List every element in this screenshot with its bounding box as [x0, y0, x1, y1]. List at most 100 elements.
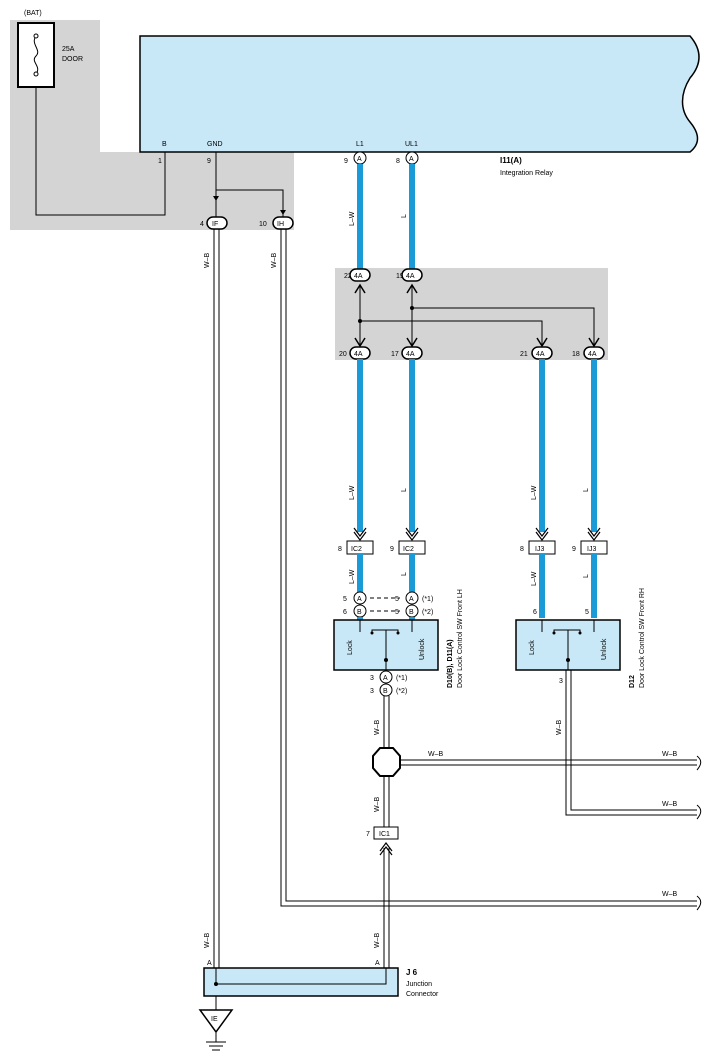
connector-4a-22	[349, 268, 371, 282]
svg-text:8: 8	[520, 546, 524, 553]
svg-text:B: B	[383, 688, 388, 695]
svg-text:5: 5	[343, 596, 347, 603]
splice-point	[372, 747, 401, 777]
switch-rh-code: D12	[629, 675, 636, 688]
svg-text:Lock: Lock	[347, 640, 354, 655]
wire-color-l-mid-lh: L	[401, 488, 408, 492]
svg-text:17: 17	[391, 351, 399, 358]
wire-color-l-top: L	[401, 214, 408, 218]
svg-text:W–B: W–B	[428, 751, 444, 758]
svg-text:(*2): (*2)	[422, 609, 433, 616]
svg-text:W–B: W–B	[662, 801, 678, 808]
integration-relay-body	[139, 35, 700, 153]
svg-text:5: 5	[395, 609, 399, 616]
svg-text:(*2): (*2)	[396, 688, 407, 695]
relay-code: I11(A)	[500, 156, 522, 165]
relay-pin-b-number: 1	[158, 158, 162, 165]
wire-color-l-mid-rh: L	[583, 488, 590, 492]
svg-text:4A: 4A	[406, 273, 415, 280]
wire-fuse-to-relay-b	[35, 87, 166, 216]
wire-color-lw-top: L–W	[349, 211, 356, 226]
svg-text:9: 9	[390, 546, 394, 553]
svg-text:3: 3	[370, 675, 374, 682]
svg-text:IE: IE	[211, 1016, 218, 1023]
wire-color-wb-right-3: W–B	[662, 891, 678, 898]
wire-color-lw-mid-lh: L–W	[349, 485, 356, 500]
svg-text:W–B: W–B	[374, 797, 381, 813]
svg-text:3: 3	[370, 688, 374, 695]
svg-text:3: 3	[559, 678, 563, 685]
svg-text:W–B: W–B	[204, 933, 211, 949]
svg-text:A: A	[383, 675, 388, 682]
svg-text:5: 5	[395, 596, 399, 603]
svg-text:4A: 4A	[406, 351, 415, 358]
fuse-name: DOOR	[62, 56, 83, 63]
svg-text:4A: 4A	[354, 273, 363, 280]
junction-connector-j6	[203, 967, 399, 997]
svg-text:B: B	[357, 609, 362, 616]
svg-text:IJ3: IJ3	[535, 546, 544, 553]
switch-lh-code: D10(B), D11(A)	[447, 639, 454, 688]
svg-text:IC2: IC2	[403, 546, 414, 553]
connector-ih-code: IH	[277, 221, 284, 228]
svg-text:IC2: IC2	[351, 546, 362, 553]
connector-if-code: IF	[212, 221, 218, 228]
svg-text:(*1): (*1)	[422, 596, 433, 603]
svg-text:20: 20	[339, 351, 347, 358]
connector-if	[206, 216, 228, 230]
svg-text:21: 21	[520, 351, 528, 358]
relay-pin-gnd-label: GND	[207, 141, 223, 148]
fuse-rating: 25A	[62, 46, 75, 53]
svg-text:L: L	[583, 574, 590, 578]
fuse-icon	[33, 35, 39, 75]
svg-text:L–W: L–W	[531, 571, 538, 586]
svg-text:6: 6	[533, 609, 537, 616]
connector-4a-19	[401, 268, 423, 282]
svg-text:IJ3: IJ3	[587, 546, 596, 553]
svg-text:A: A	[357, 156, 362, 163]
wire-color-lw-mid-rh: L–W	[531, 485, 538, 500]
connector-ih-pin: 10	[259, 221, 267, 228]
bat-label: (BAT)	[24, 10, 42, 17]
svg-text:A: A	[409, 156, 414, 163]
svg-text:A: A	[207, 960, 212, 967]
wire-color-wb-if: W–B	[204, 253, 211, 269]
svg-text:Unlock: Unlock	[601, 638, 608, 660]
ground-connector-ie	[198, 1009, 234, 1034]
junction-line1: Junction	[406, 981, 432, 988]
svg-text:Lock: Lock	[529, 640, 536, 655]
relay-pin-ul1-label: UL1	[405, 141, 418, 148]
svg-text:19: 19	[396, 273, 404, 280]
relay-pin-ul1-number: 8	[396, 158, 400, 165]
ground-icon	[206, 1041, 226, 1051]
relay-pin-gnd-number: 9	[207, 158, 211, 165]
relay-pin-b-label: B	[162, 141, 167, 148]
junction-code: J 6	[406, 968, 418, 977]
svg-text:22: 22	[344, 273, 352, 280]
svg-text:W–B: W–B	[374, 933, 381, 949]
svg-text:4A: 4A	[588, 351, 597, 358]
switch-lh-name: Door Lock Control SW Front LH	[457, 589, 464, 688]
switch-rh-name: Door Lock Control SW Front RH	[639, 588, 646, 688]
relay-pin-l1-label: L1	[356, 141, 364, 148]
svg-text:B: B	[409, 609, 414, 616]
svg-text:6: 6	[343, 609, 347, 616]
svg-text:L: L	[401, 572, 408, 576]
svg-text:W–B: W–B	[662, 751, 678, 758]
svg-text:A: A	[409, 596, 414, 603]
svg-text:IC1: IC1	[379, 831, 390, 838]
relay-pin-l1-number: 9	[344, 158, 348, 165]
connector-if-pin: 4	[200, 221, 204, 228]
wire-color-wb-ih: W–B	[271, 253, 278, 269]
svg-text:Unlock: Unlock	[419, 638, 426, 660]
svg-text:W–B: W–B	[374, 720, 381, 736]
svg-text:7: 7	[366, 831, 370, 838]
svg-text:8: 8	[338, 546, 342, 553]
svg-text:A: A	[357, 596, 362, 603]
svg-text:5: 5	[585, 609, 589, 616]
svg-text:4A: 4A	[354, 351, 363, 358]
fuse-box	[17, 22, 55, 88]
svg-text:W–B: W–B	[556, 720, 563, 736]
connector-ic1	[373, 826, 399, 840]
